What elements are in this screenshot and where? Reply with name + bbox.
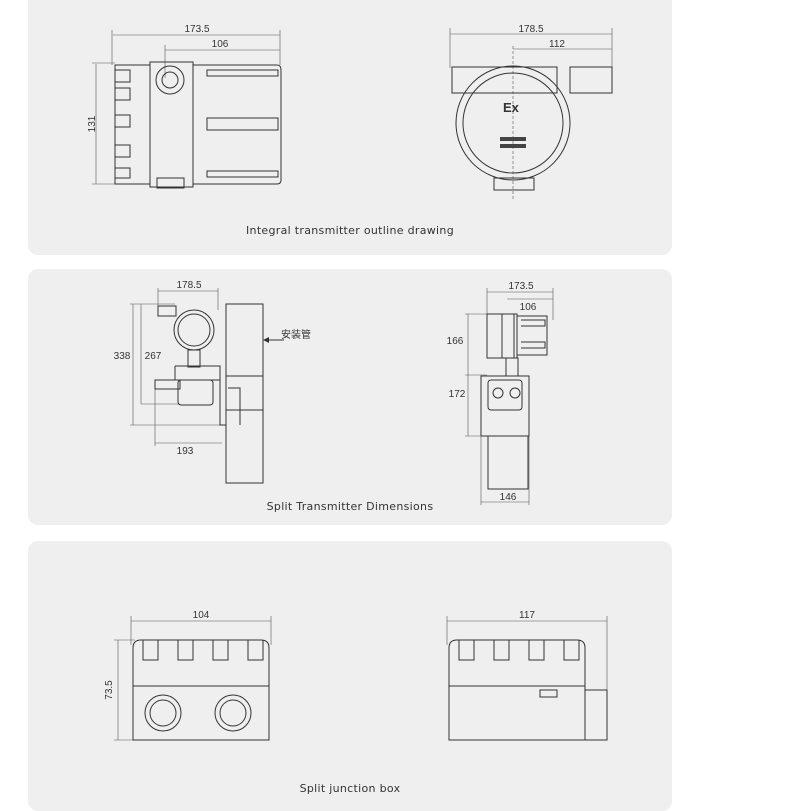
dim-117: 117 <box>519 610 535 621</box>
caption: Split junction box <box>299 782 401 795</box>
dim-173-5: 173.5 <box>184 24 209 35</box>
integral-transmitter-drawing: 173.5 106 131 178.5 112 Ex <box>87 24 613 200</box>
pipe-label: 安装管 <box>281 328 311 341</box>
junction-box-panel: 104 73.5 117 Split junction box <box>28 541 672 811</box>
dim-112: 112 <box>549 39 565 50</box>
dim-172: 172 <box>449 389 466 400</box>
dim-106-right: 106 <box>520 302 537 313</box>
dim-178-5: 178.5 <box>518 24 543 35</box>
dim-338: 338 <box>114 351 131 362</box>
dim-178-5: 178.5 <box>176 280 201 291</box>
front-cover <box>455 65 571 181</box>
cover-cap <box>114 64 151 185</box>
dim-267: 267 <box>145 351 162 362</box>
integral-transmitter-panel: 173.5 106 131 178.5 112 Ex Integral tran… <box>28 0 672 255</box>
dim-104: 104 <box>193 610 210 621</box>
dim-193: 193 <box>177 446 194 457</box>
housing-neck <box>149 61 194 188</box>
split-transmitter-drawing: 178.5 338 267 193 安装管 173.5 106 166 172 … <box>114 280 554 505</box>
dim-173-5-right: 173.5 <box>508 281 533 292</box>
mounting-pipe <box>225 303 264 484</box>
dim-73-5: 73.5 <box>104 680 115 700</box>
dim-106: 106 <box>212 39 229 50</box>
ex-mark: Ex <box>503 100 520 115</box>
dim-146: 146 <box>500 492 517 503</box>
dim-131: 131 <box>87 115 98 132</box>
housing-body <box>193 64 282 185</box>
caption: Split Transmitter Dimensions <box>266 500 434 513</box>
caption: Integral transmitter outline drawing <box>246 224 454 237</box>
dim-166: 166 <box>447 336 464 347</box>
split-transmitter-panel: 178.5 338 267 193 安装管 173.5 106 166 172 … <box>28 269 672 525</box>
junction-box-drawing: 104 73.5 117 <box>104 610 608 741</box>
